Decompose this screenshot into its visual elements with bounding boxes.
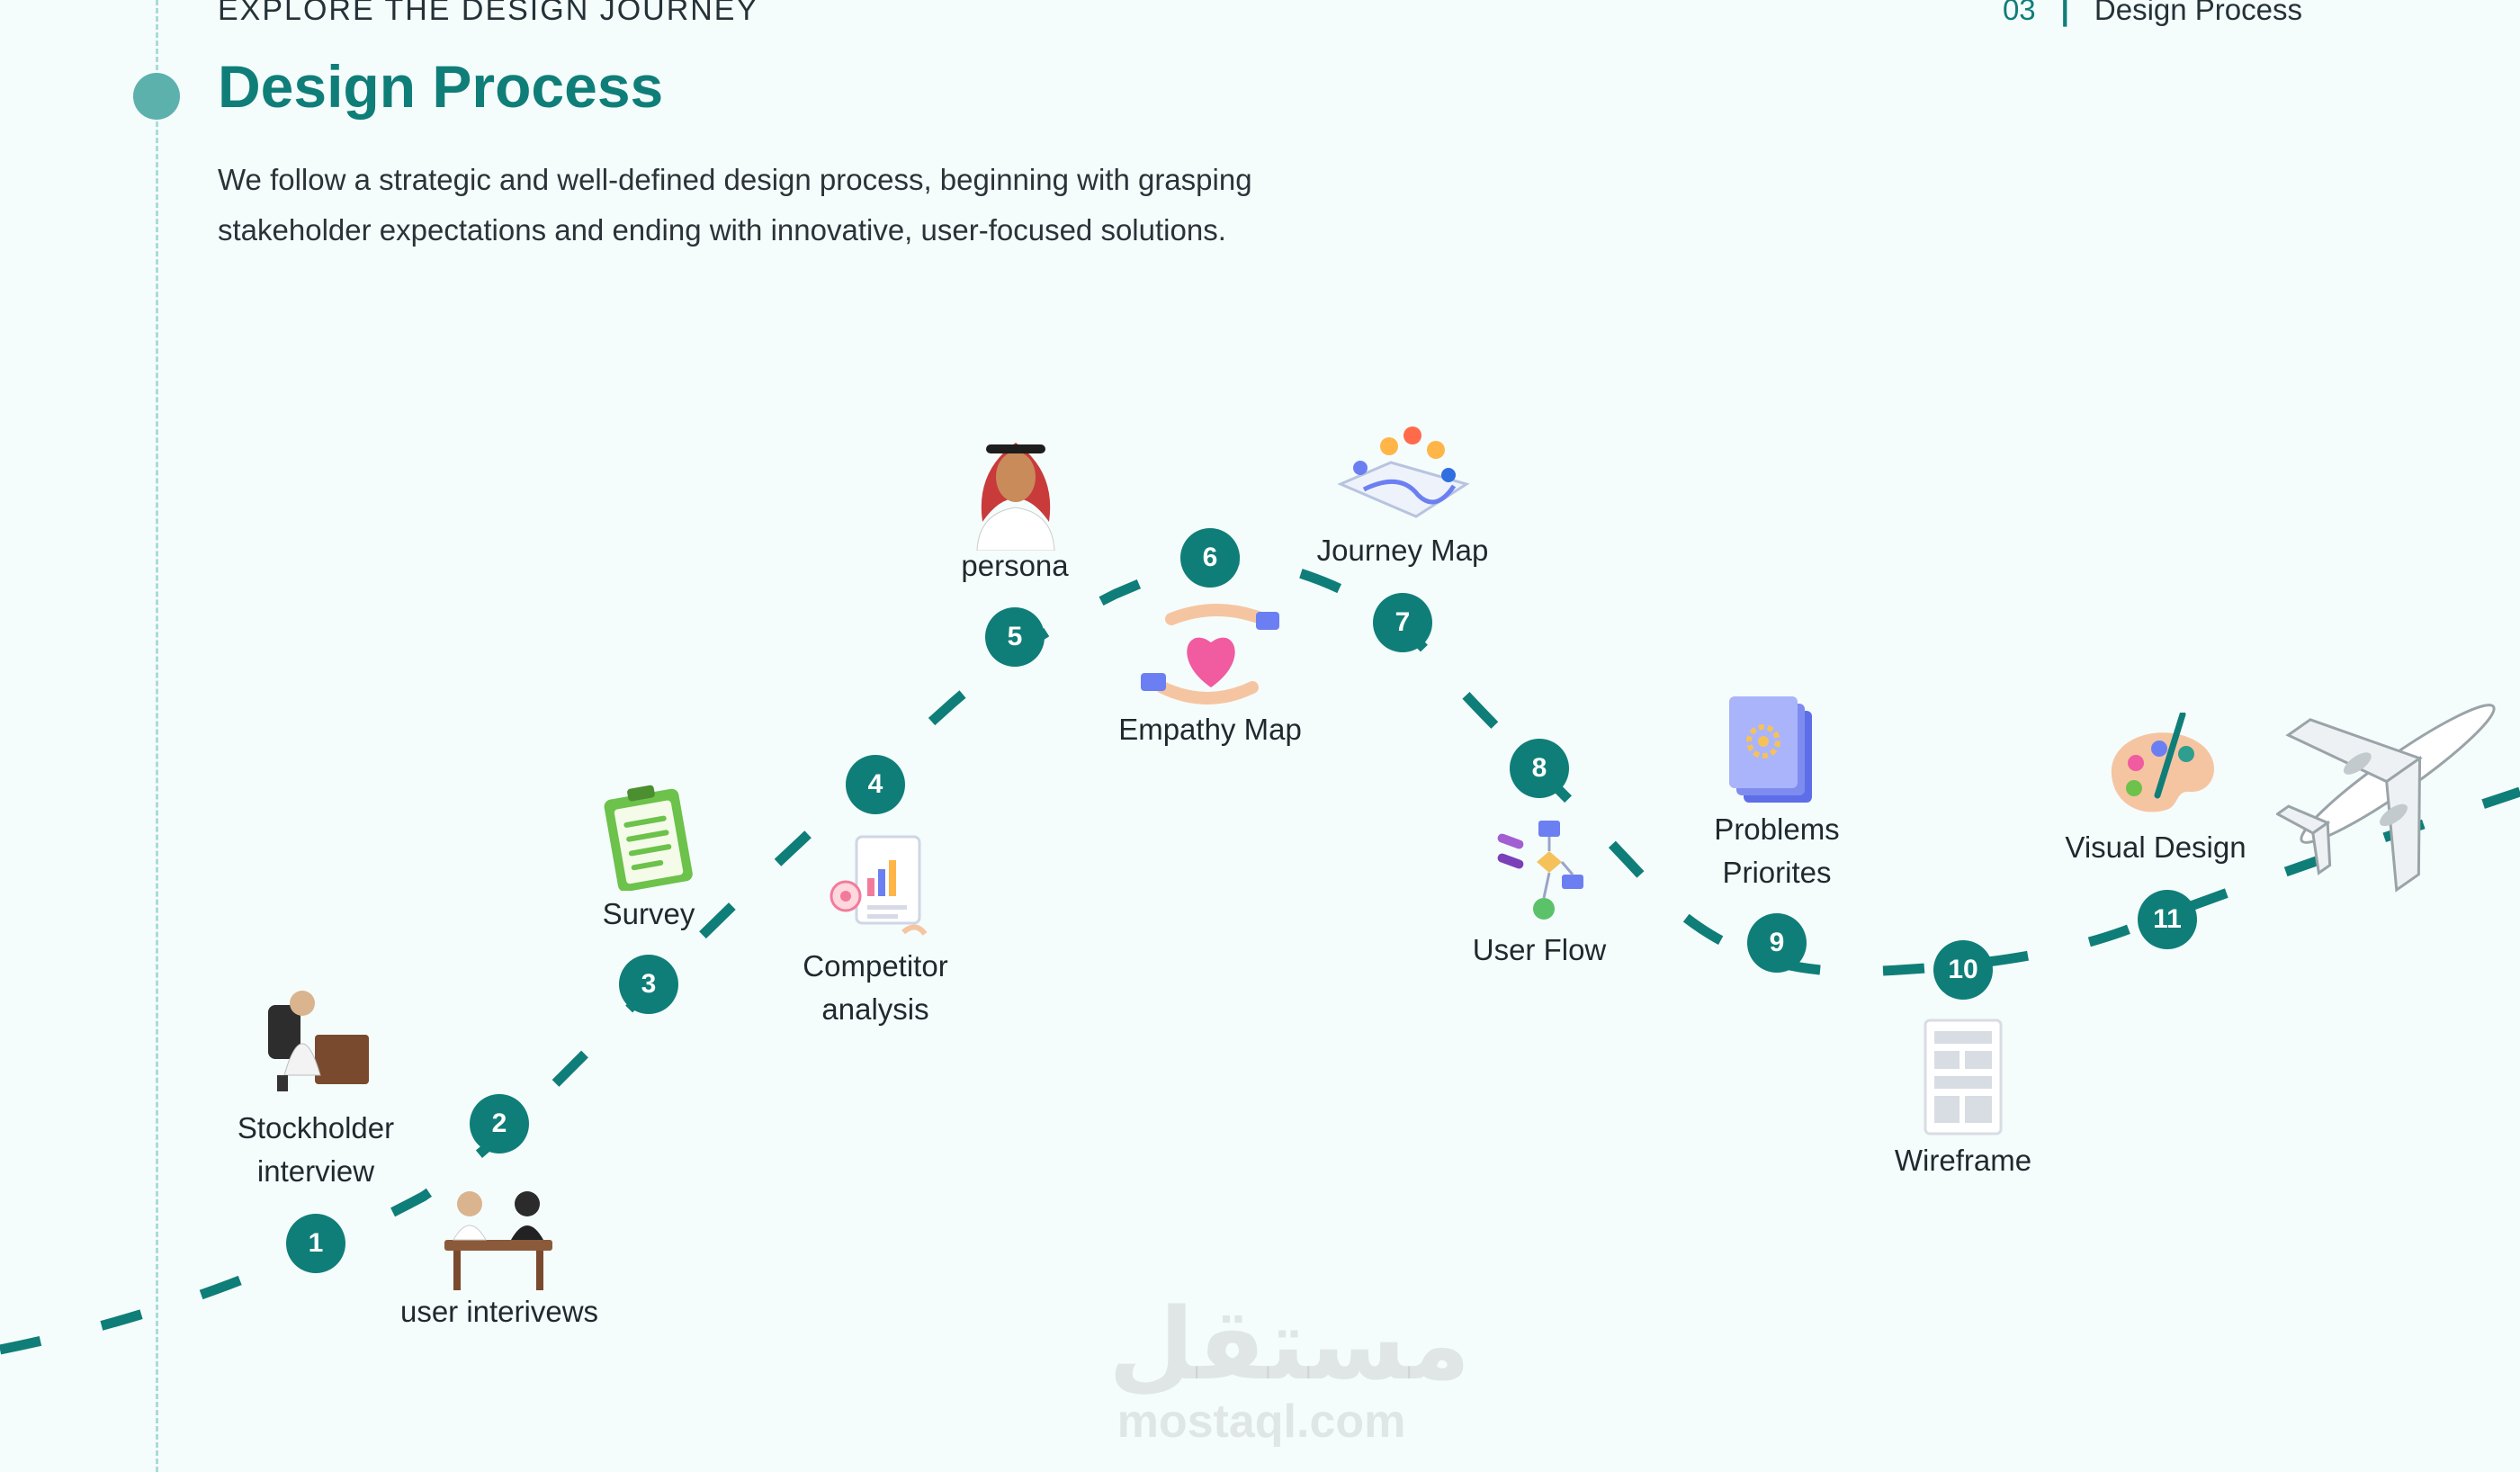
page-title: Design Process xyxy=(218,53,664,120)
clipboard-icon xyxy=(604,785,693,891)
eyebrow-text: EXPLORE THE DESIGN JOURNEY xyxy=(218,0,759,27)
step-2-label: Stockholder interview xyxy=(238,1107,394,1193)
step-8-label: User Flow xyxy=(1472,933,1607,966)
step-7-badge: 7 xyxy=(1373,593,1432,652)
analysis-report-icon xyxy=(830,835,928,936)
persona-avatar-icon xyxy=(976,443,1055,551)
step-6-label: Empathy Map xyxy=(1118,713,1302,746)
step-2-label-line-2: interview xyxy=(256,1154,375,1188)
step-5-label: persona xyxy=(961,549,1069,582)
heart-hands-icon xyxy=(1141,604,1279,705)
step-9-label-line-1: Problems xyxy=(1714,812,1840,846)
step-1-badge: 1 xyxy=(286,1214,345,1273)
section-reference: 03 | Design Process xyxy=(2003,0,2302,27)
step-9-label: Problems Priorites xyxy=(1714,808,1839,894)
step-3-badge: 3 xyxy=(619,955,678,1014)
intro-paragraph: We follow a strategic and well-defined d… xyxy=(218,155,1459,256)
step-11-label: Visual Design xyxy=(2065,830,2246,864)
step-4-label: Competitor analysis xyxy=(803,945,947,1031)
step-1-label: user interivews xyxy=(399,1295,599,1328)
flowchart-icon xyxy=(1497,821,1583,920)
step-8-badge: 8 xyxy=(1510,739,1569,798)
timeline-dot xyxy=(133,73,180,120)
intro-line-1: We follow a strategic and well-defined d… xyxy=(218,163,1252,196)
step-9-badge: 9 xyxy=(1747,913,1807,973)
map-pins-icon xyxy=(1337,426,1470,518)
airplane-icon xyxy=(2276,704,2496,893)
step-4-badge: 4 xyxy=(846,755,905,814)
step-2-label-line-1: Stockholder xyxy=(237,1111,395,1144)
step-9-label-line-2: Priorites xyxy=(1722,856,1832,889)
timeline-rail xyxy=(156,0,158,1472)
step-6-badge: 6 xyxy=(1180,528,1240,588)
desk-person-icon xyxy=(268,991,369,1091)
wireframe-page-icon xyxy=(1924,1019,2003,1135)
watermark-latin: mostaql.com xyxy=(1117,1396,1406,1448)
interview-table-icon xyxy=(444,1191,552,1290)
step-11-badge: 11 xyxy=(2138,890,2197,949)
section-number: 03 xyxy=(2002,0,2036,26)
step-10-label: Wireframe xyxy=(1894,1144,2032,1177)
watermark-arabic: مستقل xyxy=(1108,1289,1471,1400)
intro-line-2: stakeholder expectations and ending with… xyxy=(218,213,1226,247)
process-path-line xyxy=(0,554,2520,1355)
paint-palette-icon xyxy=(2111,713,2215,812)
step-7-label: Journey Map xyxy=(1316,534,1489,567)
watermark: مستقل mostaql.com xyxy=(1108,1289,1471,1449)
step-10-badge: 10 xyxy=(1933,940,1993,1000)
step-4-label-line-1: Competitor xyxy=(803,949,948,983)
section-label: Design Process xyxy=(2094,0,2302,26)
step-3-label: Survey xyxy=(602,897,695,930)
step-4-label-line-2: analysis xyxy=(821,992,929,1026)
section-separator: | xyxy=(2060,0,2069,26)
step-5-badge: 5 xyxy=(985,607,1045,667)
documents-gear-icon xyxy=(1729,696,1812,803)
step-2-badge: 2 xyxy=(470,1094,529,1153)
